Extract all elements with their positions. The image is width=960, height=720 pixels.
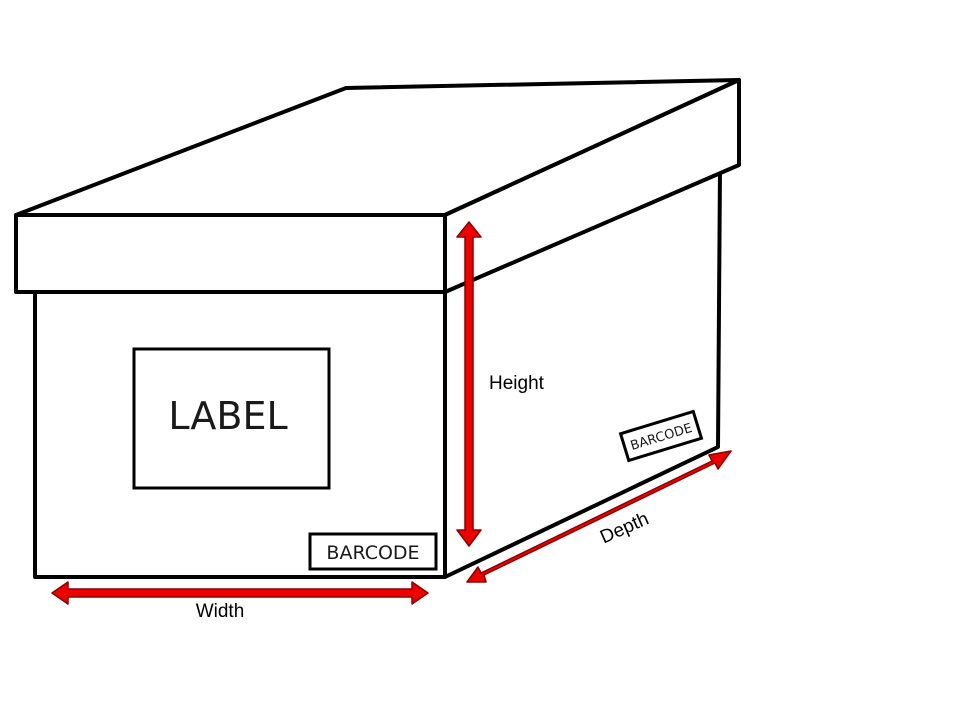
width-label: Width xyxy=(196,601,245,622)
front-label-box xyxy=(132,347,331,490)
front-label: LABEL xyxy=(132,347,331,490)
front-barcode: BARCODE xyxy=(308,532,438,571)
front-barcode-text: BARCODE xyxy=(326,542,419,564)
front-barcode-box xyxy=(308,532,438,571)
width-arrow xyxy=(51,581,429,605)
height-label: Height xyxy=(489,373,545,394)
height-arrow xyxy=(456,221,482,547)
lid-front-band xyxy=(14,213,447,294)
depth-arrow xyxy=(466,450,732,583)
side-barcode-box xyxy=(618,409,704,463)
front-label-text: LABEL xyxy=(168,394,287,438)
